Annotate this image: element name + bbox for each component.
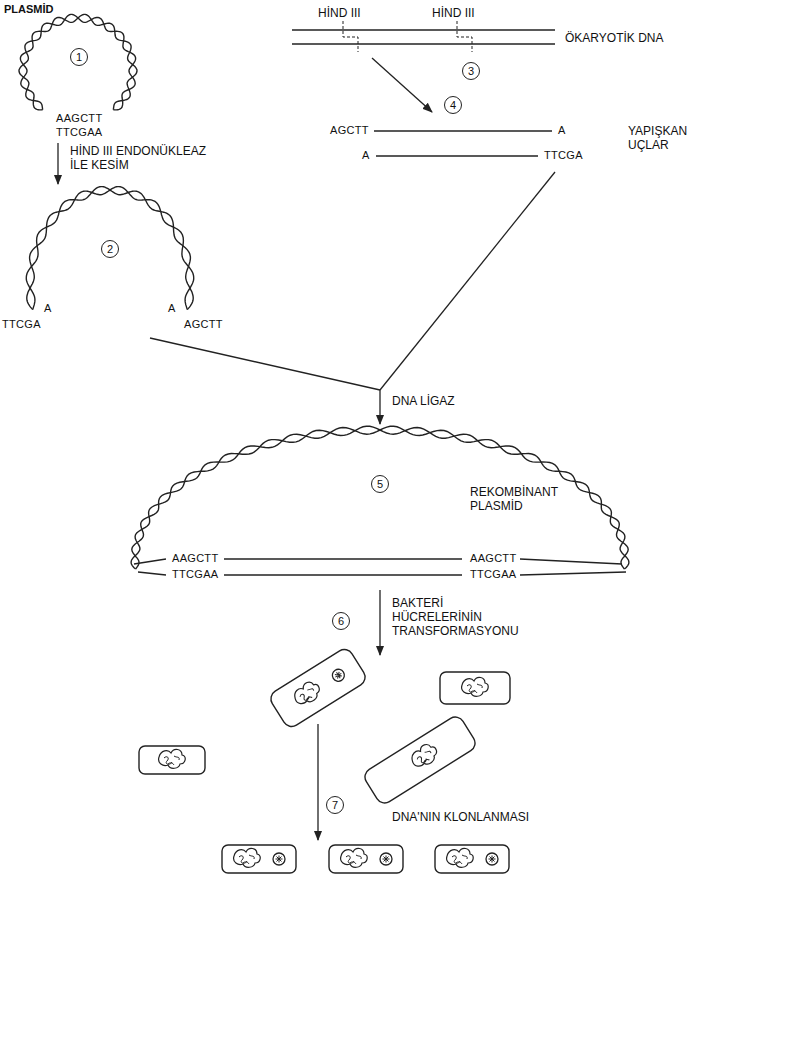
callout-number: 4 [444, 96, 462, 114]
process-arrow [379, 590, 380, 655]
bacterium-cell [435, 845, 509, 873]
callout-number: 7 [326, 796, 344, 814]
dna-strand [224, 574, 462, 575]
dna-strand [134, 559, 166, 575]
callout-number: 1 [70, 48, 88, 66]
sequence-label: A [558, 124, 566, 137]
sequence-label: A [362, 149, 370, 162]
sequence-label: AGCTT [330, 124, 369, 137]
process-arrow [372, 58, 432, 112]
process-arrow [57, 143, 58, 184]
dna-strand [292, 43, 555, 44]
dna-strand [26, 187, 193, 310]
sequence-label: TTCGAA [470, 568, 516, 581]
sequence-label: TTCGAA [172, 568, 218, 581]
process-arrow [379, 390, 380, 424]
step-label: DNA'NIN KLONLANMASI [392, 810, 529, 824]
callout-number: 3 [462, 62, 480, 80]
step-label: HİND III ENDONÜKLEAZ İLE KESİM [70, 144, 220, 172]
bacterium-cell [440, 672, 510, 704]
sequence-label: AAGCTT [470, 552, 516, 565]
merge-line [380, 172, 555, 390]
sequence-label: AAGCTT [56, 112, 102, 125]
sequence-label: TTCGA [2, 318, 41, 331]
dna-strand [520, 559, 626, 575]
callout-number: 5 [371, 475, 389, 493]
bacterium-cell [139, 746, 205, 774]
step-label: BAKTERİ HÜCRELERİNİN TRANSFORMASYONU [392, 596, 527, 638]
dna-strand [27, 187, 194, 310]
sequence-label: A [168, 302, 176, 315]
dna-strand [374, 130, 552, 131]
callout-number: 2 [101, 240, 119, 258]
dna-strand [20, 14, 137, 110]
dna-strand [224, 558, 462, 559]
callout-number: 6 [332, 612, 350, 630]
title-label: PLASMİD [4, 2, 54, 16]
caption-label: YAPIŞKAN UÇLAR [628, 124, 718, 152]
bacterium-cell [268, 646, 369, 730]
sequence-label: AGCTT [184, 318, 223, 331]
step-label: DNA LİGAZ [392, 394, 455, 408]
bacterium-cell [329, 845, 403, 873]
bacterium-cell [222, 845, 296, 873]
cut-line [343, 21, 358, 52]
sequence-label: A [44, 302, 52, 315]
merge-line [150, 338, 380, 390]
dna-strand [376, 155, 538, 156]
site-label: HİND III [318, 6, 361, 20]
cut-line [457, 21, 472, 52]
caption-label: ÖKARYOTİK DNA [565, 31, 663, 45]
sequence-label: AAGCTT [172, 552, 218, 565]
site-label: HİND III [432, 6, 475, 20]
dna-strand [292, 29, 555, 30]
sequence-label: TTCGAA [56, 126, 102, 139]
dna-strand [19, 14, 136, 110]
dna-strand [131, 426, 628, 569]
process-arrow [317, 724, 318, 840]
caption-label: REKOMBİNANT PLASMİD [470, 485, 570, 513]
sequence-label: TTCGA [544, 149, 583, 162]
dna-strand [132, 426, 629, 569]
bacterium-cell [362, 714, 479, 807]
